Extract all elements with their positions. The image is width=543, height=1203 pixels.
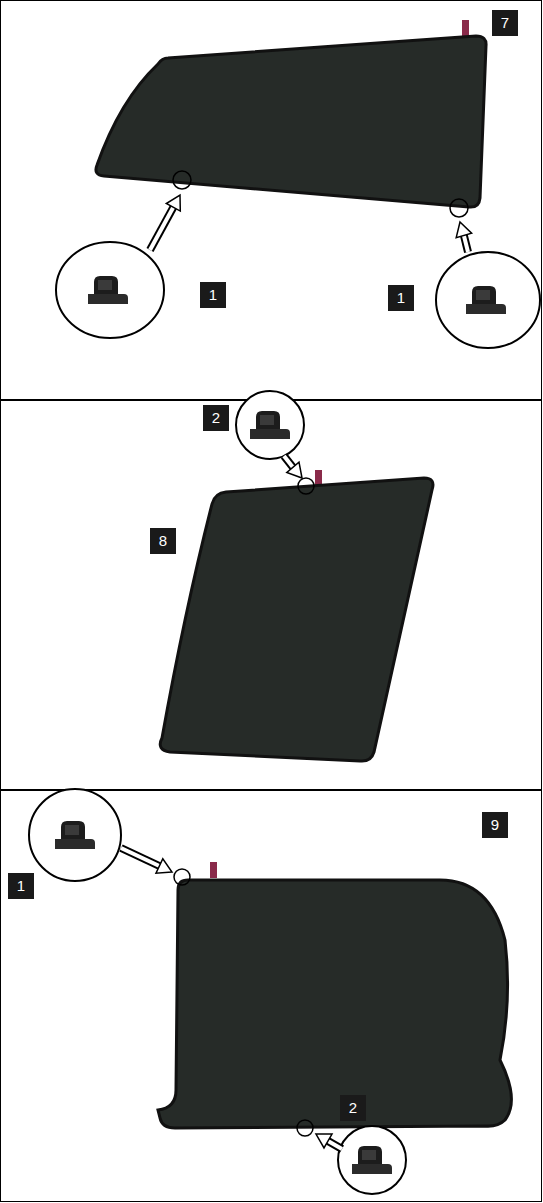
panel-frame	[1, 1, 542, 400]
pointer-arrow	[456, 222, 471, 252]
clip-marker	[173, 171, 191, 189]
callout-number: 1	[388, 285, 414, 311]
clip-part	[55, 821, 95, 849]
clip-marker	[298, 478, 314, 494]
callout-number: 1	[8, 873, 34, 899]
clip-marker	[450, 199, 468, 217]
pull-tab	[315, 470, 322, 486]
pointer-arrow	[150, 195, 180, 250]
pull-tab	[462, 20, 469, 36]
clip-part	[352, 1146, 392, 1174]
detail-circle	[436, 252, 540, 348]
callout-number: 7	[492, 10, 518, 36]
sunshade-panel	[96, 36, 486, 207]
sunshade-panel	[158, 880, 511, 1128]
pointer-arrow	[316, 1134, 342, 1149]
clip-part	[88, 276, 128, 304]
sunshade-panel	[160, 478, 433, 761]
detail-circle	[236, 391, 304, 459]
clip-marker	[174, 869, 190, 885]
detail-circle	[338, 1126, 406, 1194]
detail-circle	[56, 242, 164, 338]
clip-marker	[297, 1120, 313, 1136]
callout-number: 9	[482, 812, 508, 838]
callout-number: 2	[203, 405, 229, 431]
clip-part	[250, 411, 290, 439]
pointer-arrow	[121, 848, 172, 873]
pull-tab	[210, 862, 217, 878]
detail-circle	[29, 789, 121, 881]
pointer-arrow	[284, 456, 302, 478]
callout-number: 1	[200, 282, 226, 308]
callout-number: 8	[150, 528, 176, 554]
callout-number: 2	[340, 1095, 366, 1121]
clip-part	[466, 286, 506, 314]
